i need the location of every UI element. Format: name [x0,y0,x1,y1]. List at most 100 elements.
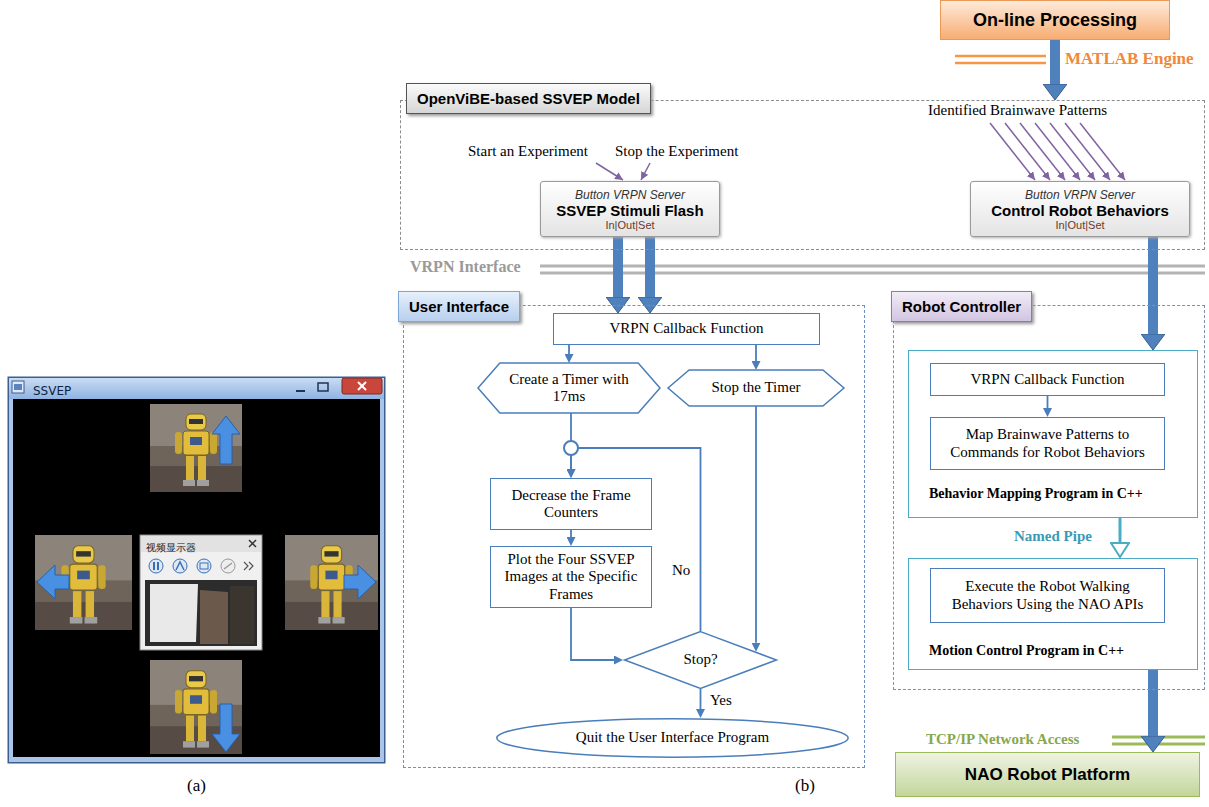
interface-label: TCP/IP Network Access [926,731,1079,748]
node-text: VRPN Callback Function [970,371,1124,388]
signal-label-anchor: Start an Experiment [468,143,588,160]
node-text: Quit the User Interface Program [576,729,769,746]
signal-label: Identified Brainwave Patterns [928,102,1107,119]
node-text: Plot the Four SSVEP Images at the Specif… [497,551,645,603]
video-window-frame [249,540,256,547]
edge-label: Named Pipe [1012,528,1094,545]
decision-diamond-outline [625,632,777,689]
video-window-frame [173,559,187,573]
process-box: Plot the Four SSVEP Images at the Specif… [490,546,652,608]
app-window-frame [13,399,380,757]
flow-connector [1119,518,1122,542]
node-text: Map Brainwave Patterns to Commands for R… [937,426,1158,461]
direction-arrow [344,565,376,599]
signal-label: Start an Experiment [468,143,588,160]
program-box: Behavior Mapping Program in C++VRPN Call… [908,350,1198,518]
interface-label-anchor: VRPN Interface [410,258,521,276]
signal-arrow [1080,123,1125,180]
vrpn-interface-line [540,266,1205,273]
app-window-frame [318,383,328,391]
direction-arrow [212,416,240,464]
node-text: Robot Controller [891,291,1032,322]
video-window-frame [221,559,235,573]
node-text: Control Robot Behaviors [991,202,1169,219]
signal-arrow [596,163,623,180]
video-window-frame [145,580,257,646]
platform-box: NAO Robot Platform [895,752,1200,797]
model-region: OpenViBE-based SSVEP ModelButton VRPN Se… [400,100,1205,250]
process-box: VRPN Callback Function [553,313,820,345]
node-text: SSVEP [33,384,71,398]
video-window-frame [149,559,163,573]
video-window-frame [197,559,211,573]
robot-tile [35,535,132,630]
edge-label-anchor: Named Pipe [1012,528,1094,545]
panel-label: (a) [187,776,206,796]
video-window-frame [157,562,159,570]
process-box: VRPN Callback Function [930,363,1165,396]
node-text: Motion Control Program in C++ [929,643,1124,659]
node-text: User Interface [398,291,520,322]
node-text: Stop? [683,651,717,668]
node-text: Button VRPN Server [575,188,685,202]
flow-connector [571,608,614,660]
panel-label-anchor: (b) [795,776,815,796]
robot-tile [35,404,378,754]
edge-label-anchor: Yes [708,692,734,709]
video-window-frame [200,590,228,644]
program-box: Motion Control Program in C++ Execute the… [908,558,1198,670]
vrpn-interface-line [540,265,1205,268]
interface-label-anchor: TCP/IP Network Access [926,731,1079,748]
video-window: 视频显示器 [140,535,262,650]
hexagon-step-outline [668,370,844,406]
node-text: Decrease the Frame Counters [497,487,645,522]
app-window-frame [12,381,24,393]
signal-arrow [596,123,1125,180]
edge-label: Yes [708,692,734,709]
interface-label: MATLAB Engine [1065,49,1194,69]
flow-connector [755,406,757,643]
direction-arrow [212,704,240,752]
tcp-ip-line [1112,743,1205,746]
video-window-frame [249,540,256,547]
process-box: Execute the Robot Walking Behaviors Usin… [930,568,1165,623]
direction-arrow [212,416,240,464]
ui-region: User InterfaceVRPN Callback FunctionCrea… [403,305,865,768]
app-window-frame [9,378,384,399]
video-window-frame [153,562,155,570]
node-text: In|Out|Set [1055,219,1104,231]
direction-arrow [344,565,376,599]
flow-connector [1050,40,1060,84]
panel-label-anchor: (a) [187,776,206,796]
app-window-frame [342,378,382,394]
edge-label: No [670,562,692,579]
robot-tile [150,660,242,754]
direction-arrow [212,704,240,752]
node-text: OpenViBE-based SSVEP Model [406,83,651,114]
flow-connector [755,345,757,361]
vrpn-button-box: Button VRPN ServerSSVEP Stimuli FlashIn|… [540,181,720,237]
node-text: On-line Processing [973,10,1137,31]
video-window-frame [140,535,262,650]
video-window-frame [150,584,198,642]
process-box: Map Brainwave Patterns to Commands for R… [930,417,1165,470]
tcp-ip-line [1112,737,1205,744]
flow-connector [1148,670,1158,736]
edge-label-anchor: No [670,562,692,579]
signal-label-anchor: Identified Brainwave Patterns [928,102,1107,119]
flow-connector [568,345,570,354]
video-window-frame [230,586,254,644]
hexagon-step: Create a Timer with 17ms [478,363,660,413]
flow-connector [1148,237,1158,334]
matlab-engine-line [955,62,1046,65]
signal-label: Stop the Experiment [615,143,738,160]
direction-arrow [37,416,376,752]
terminal-ellipse: Quit the User Interface Program [495,718,850,758]
flow-connector [1047,396,1049,408]
video-window-frame [224,563,232,569]
vrpn-interface-line [540,272,1205,275]
video-window-frame [140,535,262,650]
terminal-ellipse-outline [497,719,848,757]
app-window-frame [14,384,22,390]
